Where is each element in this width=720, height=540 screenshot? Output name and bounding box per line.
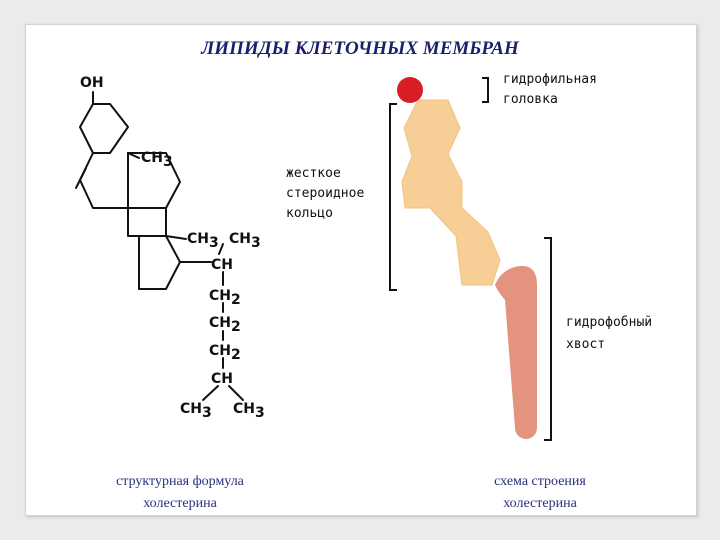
ch-2-label: CH: [211, 371, 233, 387]
ch3-c-label: CH3: [180, 401, 212, 421]
tail-bracket: [544, 237, 552, 441]
steroid-ring-label-1: жесткое: [286, 166, 341, 181]
hydrophilic-head-label-1: гидрофильная: [503, 72, 597, 87]
head-bracket: [482, 77, 489, 103]
ch2-3-label: CH2: [209, 343, 241, 363]
hydrophilic-head-shape: [397, 77, 423, 103]
ch2-2-label: CH2: [209, 315, 241, 335]
hydrophobic-tail-label-2: хвост: [566, 337, 606, 352]
caption-left-1: структурная формула: [116, 474, 244, 489]
caption-right-2: холестерина: [503, 496, 577, 511]
ch3-b-label: CH3: [229, 231, 261, 251]
ch3-d-label: CH3: [233, 401, 265, 421]
hydrophilic-head-label-2: головка: [503, 92, 558, 107]
caption-right-1: схема строения: [494, 474, 586, 489]
ch2-1-label: CH2: [209, 288, 241, 308]
ch3-a-label: CH3: [187, 231, 219, 251]
steroid-ring-label-3: кольцо: [286, 206, 333, 221]
caption-left-2: холестерина: [143, 496, 217, 511]
ring-bracket: [389, 103, 397, 291]
ch-label: CH: [211, 257, 233, 273]
slide-title: ЛИПИДЫ КЛЕТОЧНЫХ МЕМБРАН: [201, 38, 519, 59]
hydrophobic-tail-label-1: гидрофобный: [566, 315, 653, 330]
slide-background: [25, 24, 697, 516]
ch3-ring-label: CH3: [141, 150, 173, 170]
hydrophobic-tail-shape: [495, 266, 537, 439]
steroid-ring-shape: [401, 99, 501, 286]
oh-label: OH: [80, 75, 104, 91]
steroid-ring-label-2: стероидное: [286, 186, 365, 201]
